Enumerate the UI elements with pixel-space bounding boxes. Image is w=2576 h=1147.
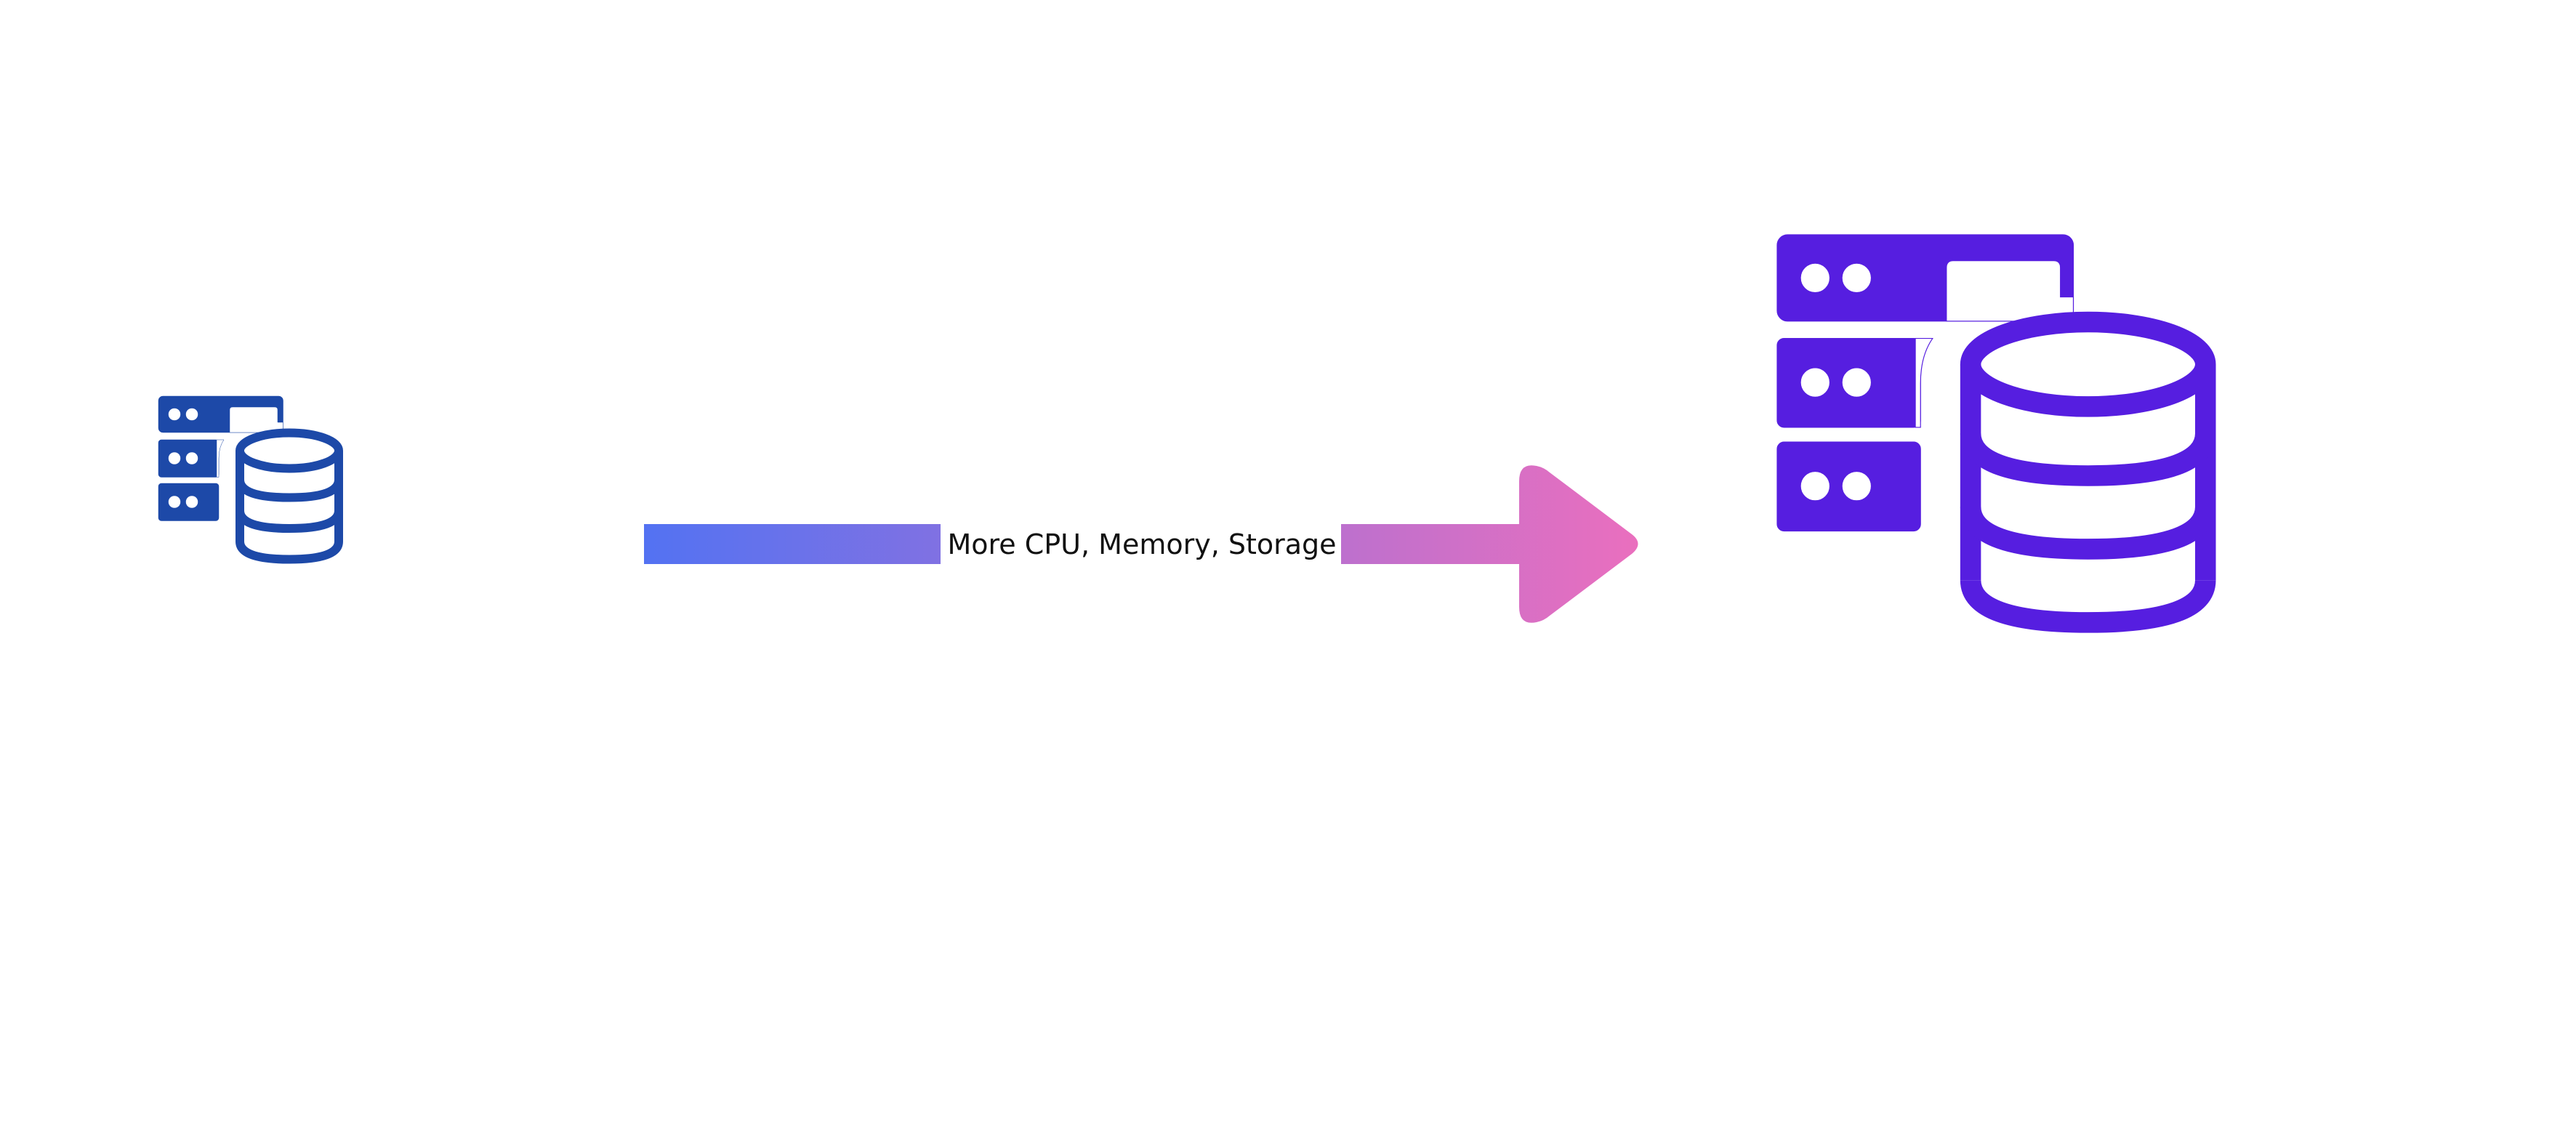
source-server-database-icon (158, 396, 339, 560)
arrow-head (1341, 465, 1638, 623)
target-server-database-icon (1777, 235, 2205, 622)
arrow-label: More CPU, Memory, Storage (947, 528, 1336, 560)
arrow-shaft-left (644, 524, 941, 564)
